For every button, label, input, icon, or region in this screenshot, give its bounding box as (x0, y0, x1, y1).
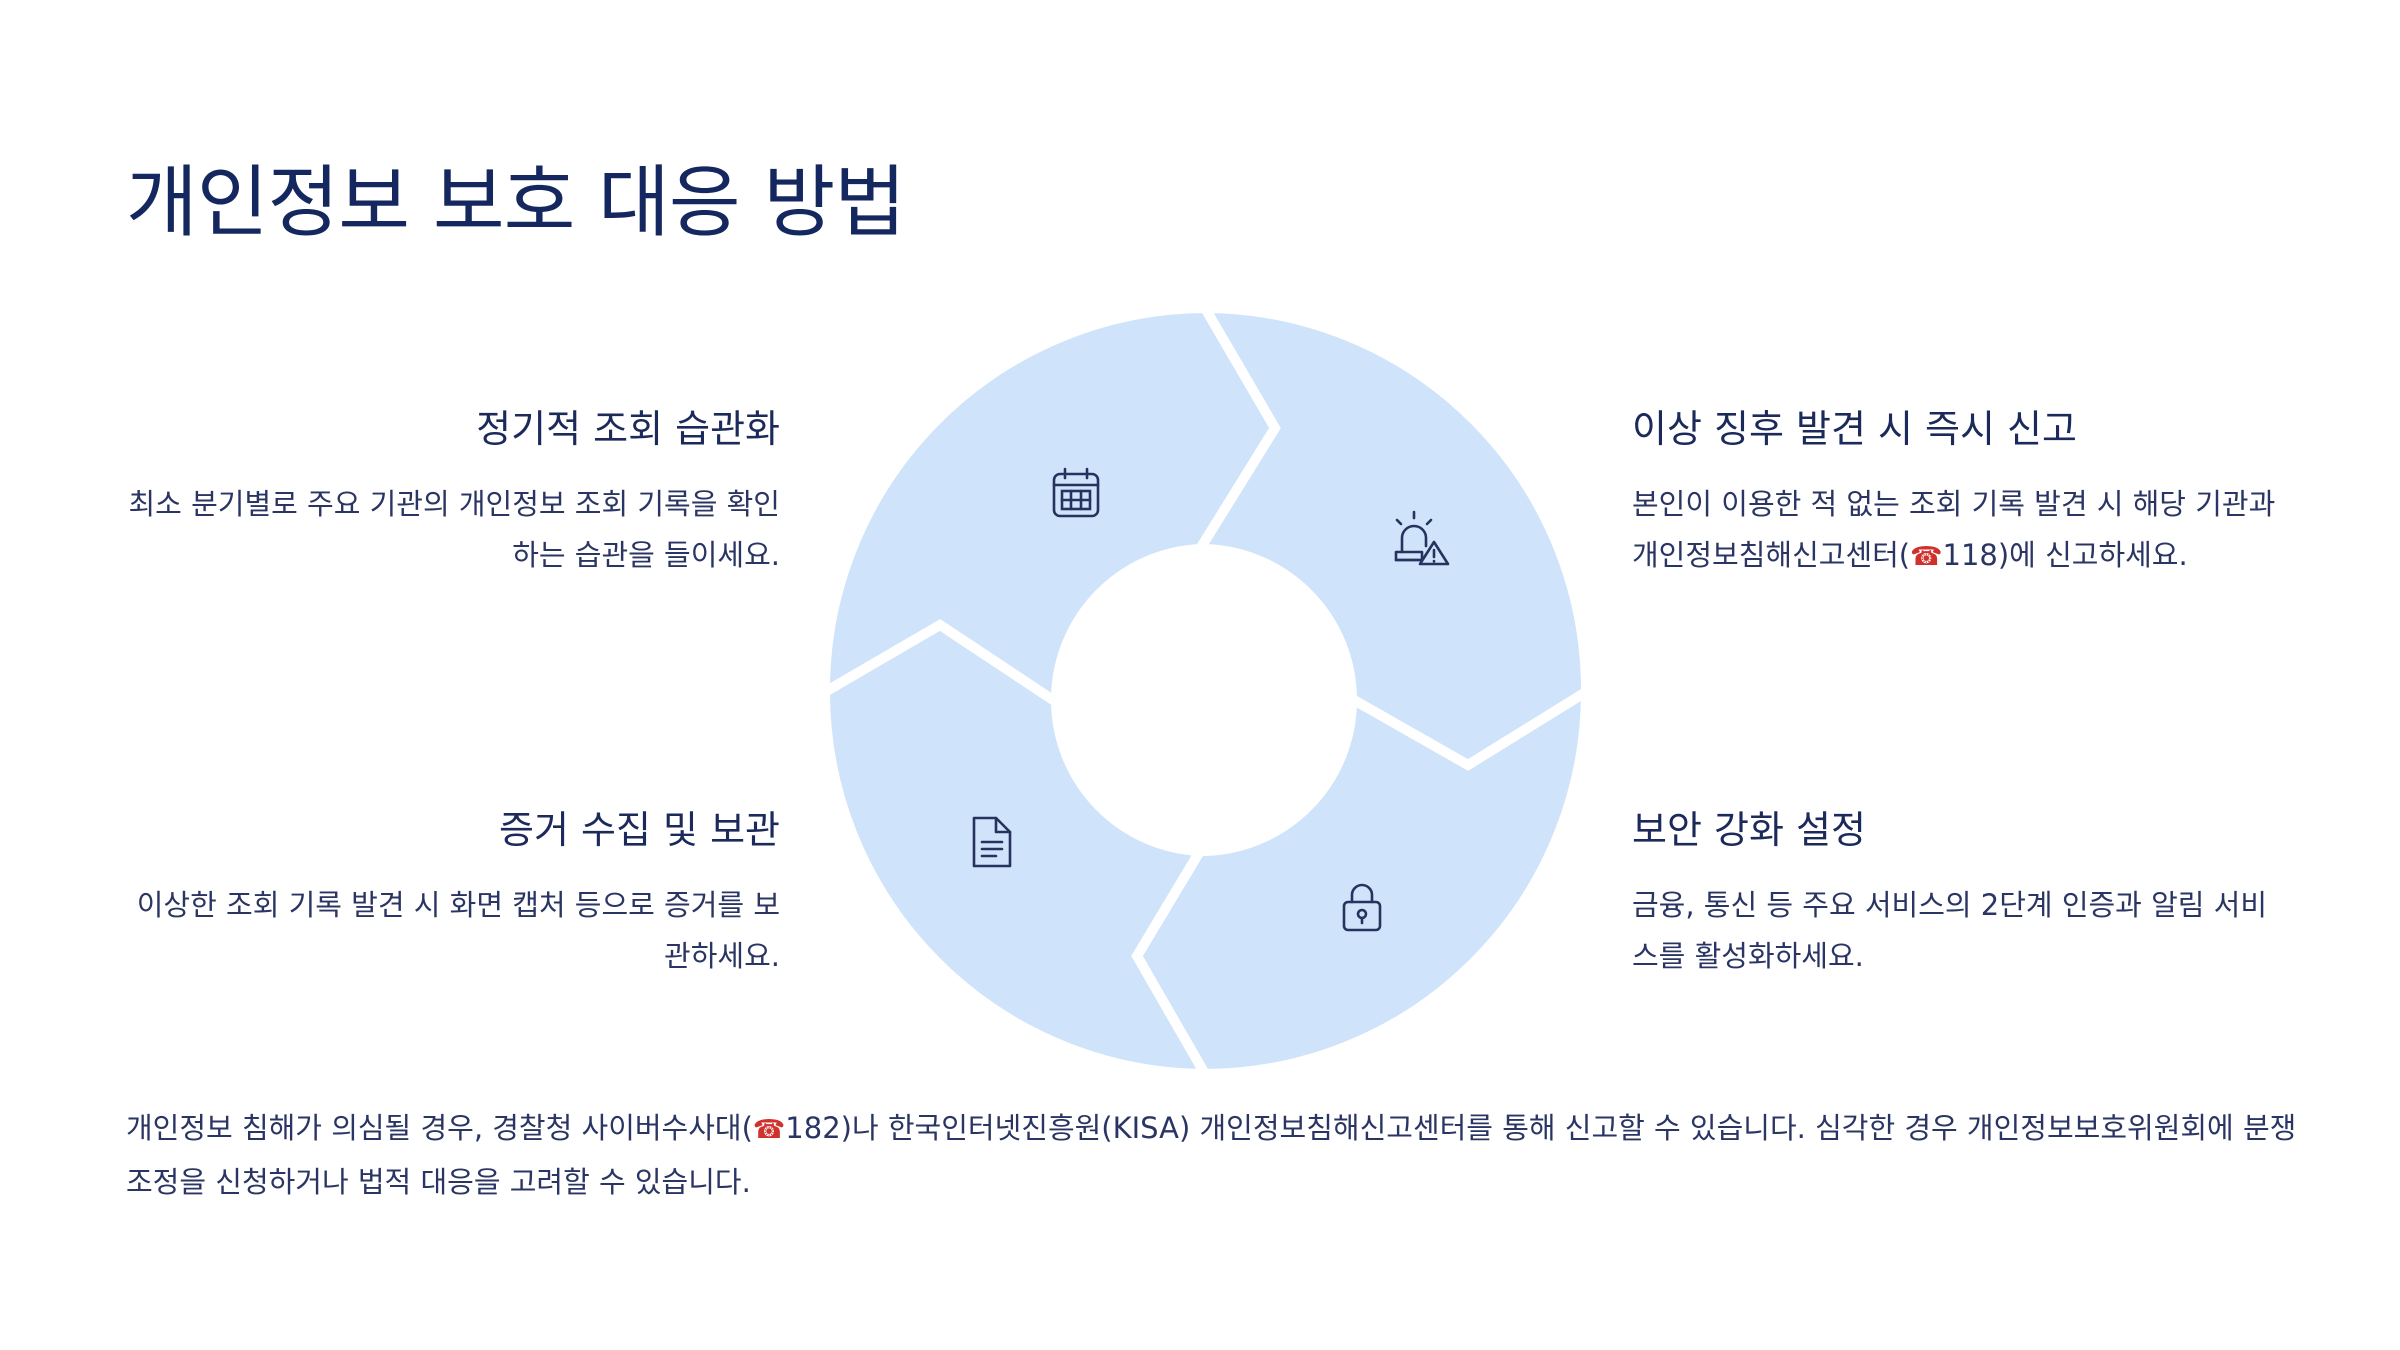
step-title: 정기적 조회 습관화 (476, 407, 780, 451)
step-description: 최소 분기별로 주요 기관의 개인정보 조회 기록을 확인하는 습관을 들이세요… (128, 487, 781, 572)
step-regular-check: 정기적 조회 습관화 최소 분기별로 주요 기관의 개인정보 조회 기록을 확인… (120, 398, 781, 581)
cycle-segment-report (1190, 302, 1592, 771)
step-strengthen-security: 보안 강화 설정 금융, 통신 등 주요 서비스의 2단계 인증과 알림 서비스… (1632, 799, 2292, 982)
cycle-segment-evidence (819, 619, 1214, 1080)
step-title: 증거 수집 및 보관 (499, 808, 780, 852)
step-description: 이상한 조회 기록 발견 시 화면 캡처 등으로 증거를 보관하세요. (136, 888, 780, 973)
cycle-segment-regular-check (819, 302, 1281, 712)
footer-note: 개인정보 침해가 의심될 경우, 경찰청 사이버수사대(☎182)나 한국인터넷… (126, 1111, 2297, 1199)
cycle-segment-security (1131, 683, 1592, 1080)
step-collect-evidence: 증거 수집 및 보관 이상한 조회 기록 발견 시 화면 캡처 등으로 증거를 … (120, 799, 780, 982)
calendar-icon (1052, 467, 1100, 518)
step-description: 본인이 이용한 적 없는 조회 기록 발견 시 해당 기관과 개인정보침해신고센… (1632, 487, 2276, 572)
telephone-icon: ☎ (1910, 542, 1943, 572)
step-report-immediately: 이상 징후 발견 시 즉시 신고 본인이 이용한 적 없는 조회 기록 발견 시… (1632, 398, 2292, 583)
alarm-alert-icon (1394, 510, 1450, 566)
step-description: 금융, 통신 등 주요 서비스의 2단계 인증과 알림 서비스를 활성화하세요. (1632, 888, 2268, 973)
step-title: 보안 강화 설정 (1632, 808, 1866, 852)
telephone-icon: ☎ (752, 1115, 786, 1145)
page-title: 개인정보 보호 대응 방법 (126, 158, 906, 248)
document-icon (972, 816, 1012, 868)
lock-icon (1342, 883, 1382, 932)
step-title: 이상 징후 발견 시 즉시 신고 (1632, 407, 2077, 451)
